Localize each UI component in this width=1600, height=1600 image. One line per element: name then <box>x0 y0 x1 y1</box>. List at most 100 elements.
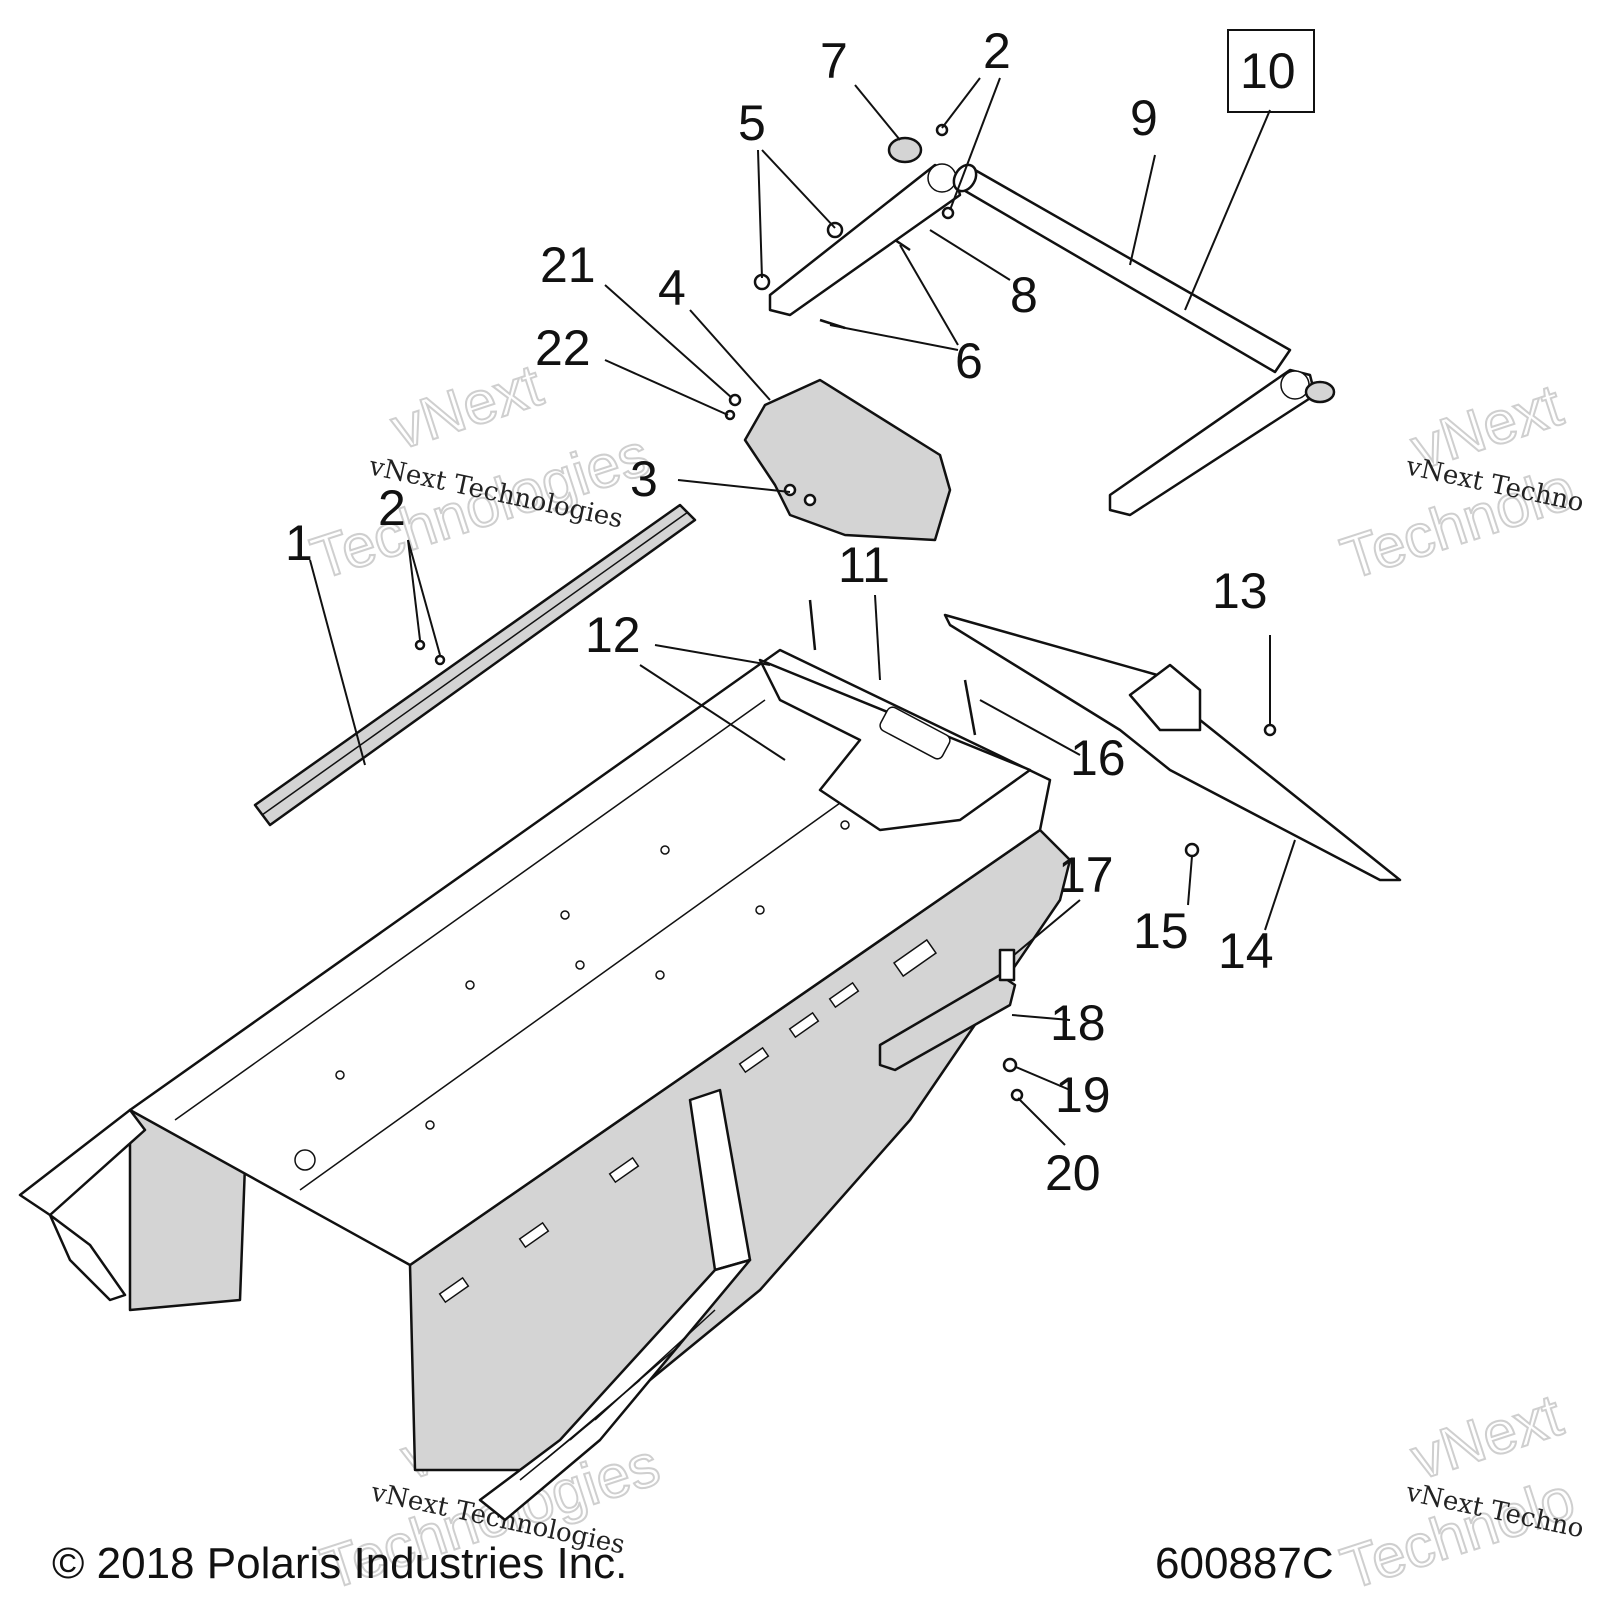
leader-12b <box>639 664 786 761</box>
part-16-bolt <box>963 679 977 736</box>
wall-slot <box>788 1011 820 1039</box>
deck-line-right <box>299 759 901 1191</box>
leader-2a-1 <box>407 539 421 641</box>
leader-21 <box>604 284 733 399</box>
leader-6b <box>829 324 959 351</box>
callout-21: 21 <box>540 237 596 293</box>
leader-1 <box>309 559 366 766</box>
fasteners <box>414 123 1277 1102</box>
callout-2-top: 2 <box>983 23 1011 79</box>
callout-10: 10 <box>1240 43 1296 99</box>
deck-hole <box>755 905 765 915</box>
callout-20: 20 <box>1045 1145 1101 1201</box>
callout-19: 19 <box>1055 1067 1111 1123</box>
part-20-nut <box>1010 1088 1024 1102</box>
leader-17 <box>1013 899 1081 956</box>
left-running-board-support <box>48 1213 127 1302</box>
leader-7 <box>854 84 901 141</box>
leader-6a <box>899 244 959 346</box>
callout-22: 22 <box>535 320 591 376</box>
part-19-washer <box>1002 1057 1018 1073</box>
leader-15 <box>1187 855 1193 906</box>
part-21-nut <box>728 393 742 407</box>
wall-slot <box>738 1046 770 1074</box>
part-17-spacer <box>998 948 1016 982</box>
deck-hole <box>575 960 585 970</box>
leader-19 <box>1015 1066 1071 1091</box>
callout-18: 18 <box>1050 995 1106 1051</box>
leader-14 <box>1264 839 1296 931</box>
callout-5: 5 <box>738 95 766 151</box>
watermark-big-top: vNext <box>383 351 550 462</box>
callout-10-box <box>1227 29 1315 113</box>
part-7-cap-right <box>1304 380 1336 404</box>
diagram-id: 600887C <box>1155 1539 1334 1588</box>
leader-9 <box>1129 154 1156 266</box>
tunnel-right-wall <box>408 828 1072 1472</box>
part-8-arm-right-bore <box>1280 370 1310 400</box>
leader-2a-2 <box>407 539 441 656</box>
deck-hole <box>840 820 850 830</box>
wall-slot <box>438 1276 470 1304</box>
part-16-bolt <box>808 599 817 651</box>
leader-3 <box>677 479 791 493</box>
running-board-ribs <box>519 1309 716 1481</box>
leader-5a <box>761 149 836 229</box>
rear-plate-slot <box>879 706 951 760</box>
part-3-screw <box>783 483 797 497</box>
leader-2b-1 <box>941 77 981 129</box>
right-running-board <box>478 1258 752 1522</box>
callout-7: 7 <box>820 33 848 89</box>
left-running-board <box>18 1108 147 1217</box>
leader-22 <box>604 359 729 416</box>
tunnel-assembly <box>18 648 1072 1522</box>
callout-14: 14 <box>1218 923 1274 979</box>
callout-1: 1 <box>285 515 313 571</box>
part-7-cap <box>887 136 923 164</box>
leader-11 <box>874 594 881 681</box>
part-6-bolt <box>894 238 911 252</box>
rib <box>594 1309 716 1421</box>
part-15-rivet <box>1184 842 1200 858</box>
callout-2-left: 2 <box>378 480 406 536</box>
part-2-screw <box>935 123 949 137</box>
deck-hole <box>335 1070 345 1080</box>
rear-plate <box>758 658 1032 832</box>
callout-11: 11 <box>838 537 890 593</box>
part-8-arm-left-bore <box>927 163 957 193</box>
deck-hole <box>465 980 475 990</box>
part-8-arm-left <box>768 163 962 317</box>
callout-3: 3 <box>630 451 658 507</box>
part-9-tube <box>953 168 1292 374</box>
callout-labels: 1 2 2 3 4 5 6 7 8 9 10 11 12 13 14 15 16… <box>285 23 1315 1201</box>
callout-16: 16 <box>1070 730 1126 786</box>
leader-2b-2 <box>949 77 1001 211</box>
leader-lines <box>309 77 1296 1146</box>
deck-hole <box>660 845 670 855</box>
part-13-rivet <box>1263 723 1277 737</box>
leader-20 <box>1017 1097 1066 1146</box>
leader-10 <box>1184 109 1271 311</box>
part-2-screw-rail <box>414 639 426 651</box>
part-3-screw <box>803 493 817 507</box>
callout-4: 4 <box>658 260 686 316</box>
deck-hole <box>560 910 570 920</box>
deck-hole <box>655 970 665 980</box>
tunnel-top-deck <box>128 648 1052 1267</box>
wall-slots <box>438 938 938 1304</box>
part-2-screw-rail <box>434 654 446 666</box>
part-5-nut <box>826 221 844 239</box>
part-4-heat-shield <box>743 378 952 542</box>
leader-18 <box>1011 1014 1071 1021</box>
wall-slot <box>892 938 938 978</box>
callout-13: 13 <box>1212 563 1268 619</box>
part-14-bracket-tab <box>1128 663 1202 732</box>
deck-hole <box>294 1149 316 1171</box>
leader-16 <box>979 699 1081 756</box>
callout-12: 12 <box>585 607 641 663</box>
wall-slot <box>518 1221 550 1249</box>
deck-hole <box>425 1120 435 1130</box>
deck-line-left <box>174 699 766 1121</box>
leader-4 <box>689 309 771 401</box>
